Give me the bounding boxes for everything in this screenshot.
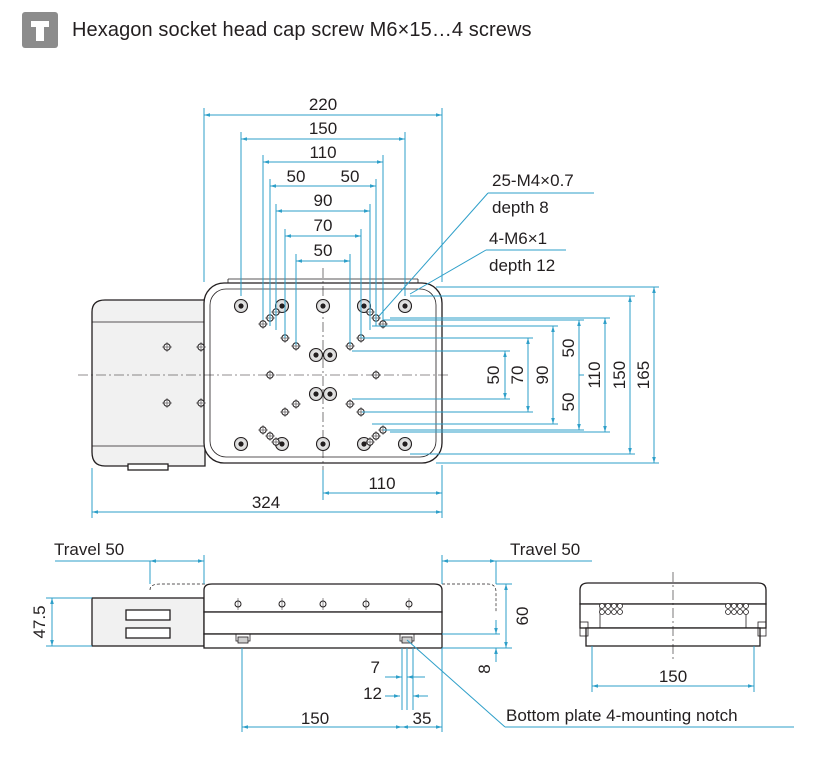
m4-hole — [258, 425, 268, 435]
dim-12: 12 — [363, 684, 382, 703]
dim-8: 8 — [475, 664, 494, 673]
dim-150-front: 150 — [301, 709, 329, 728]
m4-hole — [265, 370, 275, 380]
dim-7: 7 — [371, 658, 380, 677]
m4-hole — [162, 398, 172, 408]
vdim-50: 50 — [484, 366, 503, 385]
dim-47-5: 47.5 — [30, 605, 49, 638]
dim-60: 60 — [513, 607, 532, 626]
m6-hole — [308, 347, 324, 363]
callout-m6-thread: 4-M6×1 — [489, 229, 547, 248]
m6-hole — [322, 347, 338, 363]
dim-324: 324 — [252, 493, 280, 512]
travel-left-label: Travel 50 — [54, 540, 124, 559]
m4-hole — [258, 319, 268, 329]
front-connector-top — [125, 609, 171, 621]
dim-50-right: 50 — [341, 167, 360, 186]
m4-hole — [265, 431, 275, 441]
motor-connector — [127, 463, 169, 471]
m4-hole — [345, 399, 355, 409]
top-view-dimensions — [91, 108, 659, 518]
vdim-165: 165 — [634, 361, 653, 389]
front-view-labels: Travel 50 Travel 50 47.5 60 8 7 12 150 3… — [30, 540, 738, 728]
m6-hole — [233, 436, 249, 452]
callout-m6-depth: depth 12 — [489, 256, 555, 275]
vdim-70: 70 — [508, 366, 527, 385]
dim-35: 35 — [413, 709, 432, 728]
front-view-dimensions — [46, 555, 794, 732]
m4-hole — [365, 437, 375, 447]
vdim-110: 110 — [585, 361, 604, 388]
figure-title: Hexagon socket head cap screw M6×15…4 sc… — [72, 18, 532, 41]
dim-110-top: 110 — [309, 143, 336, 162]
m4-hole — [280, 407, 290, 417]
top-view — [78, 268, 450, 471]
dim-220: 220 — [309, 95, 337, 114]
vdim-90: 90 — [533, 366, 552, 385]
m6-hole — [397, 298, 413, 314]
m4-hole — [291, 399, 301, 409]
m6-hole — [233, 298, 249, 314]
figure-header: Hexagon socket head cap screw M6×15…4 sc… — [22, 12, 532, 48]
m6-hole — [397, 436, 413, 452]
notch-label: Bottom plate 4-mounting notch — [506, 706, 738, 725]
m4-hole — [196, 398, 206, 408]
m6-hole — [308, 386, 324, 402]
side-view-dimensions: 150 — [591, 646, 755, 692]
side-bearings — [599, 603, 749, 615]
vdim-50-lower: 50 — [559, 393, 578, 412]
m6-hole — [315, 298, 331, 314]
dim-110-bottom: 110 — [368, 474, 395, 493]
screw-icon — [22, 12, 58, 48]
dim-70: 70 — [314, 216, 333, 235]
side-dim-150: 150 — [659, 667, 687, 686]
callout-m4-depth: depth 8 — [492, 198, 549, 217]
m6-hole — [315, 436, 331, 452]
m6-hole — [322, 386, 338, 402]
travel-right-label: Travel 50 — [510, 540, 580, 559]
motor-housing — [91, 299, 206, 467]
m4-hole — [196, 342, 206, 352]
vdim-50-upper: 50 — [559, 339, 578, 358]
front-connector-bottom — [125, 627, 171, 639]
m4-hole — [371, 370, 381, 380]
dim-50-center: 50 — [314, 241, 333, 260]
dim-50-left: 50 — [287, 167, 306, 186]
m4-hole — [291, 341, 301, 351]
dim-150-top: 150 — [309, 119, 337, 138]
dim-90: 90 — [314, 191, 333, 210]
m4-hole — [271, 437, 281, 447]
front-guide — [203, 611, 443, 635]
callout-m4-thread: 25-M4×0.7 — [492, 171, 574, 190]
top-view-labels: 220 150 110 50 50 90 70 50 110 324 50 70… — [252, 95, 653, 512]
front-base — [203, 633, 443, 649]
m4-hole — [371, 431, 381, 441]
side-view — [579, 572, 767, 660]
m4-hole — [162, 342, 172, 352]
front-view — [91, 583, 497, 649]
front-motor — [91, 597, 205, 647]
vdim-150: 150 — [610, 361, 629, 389]
